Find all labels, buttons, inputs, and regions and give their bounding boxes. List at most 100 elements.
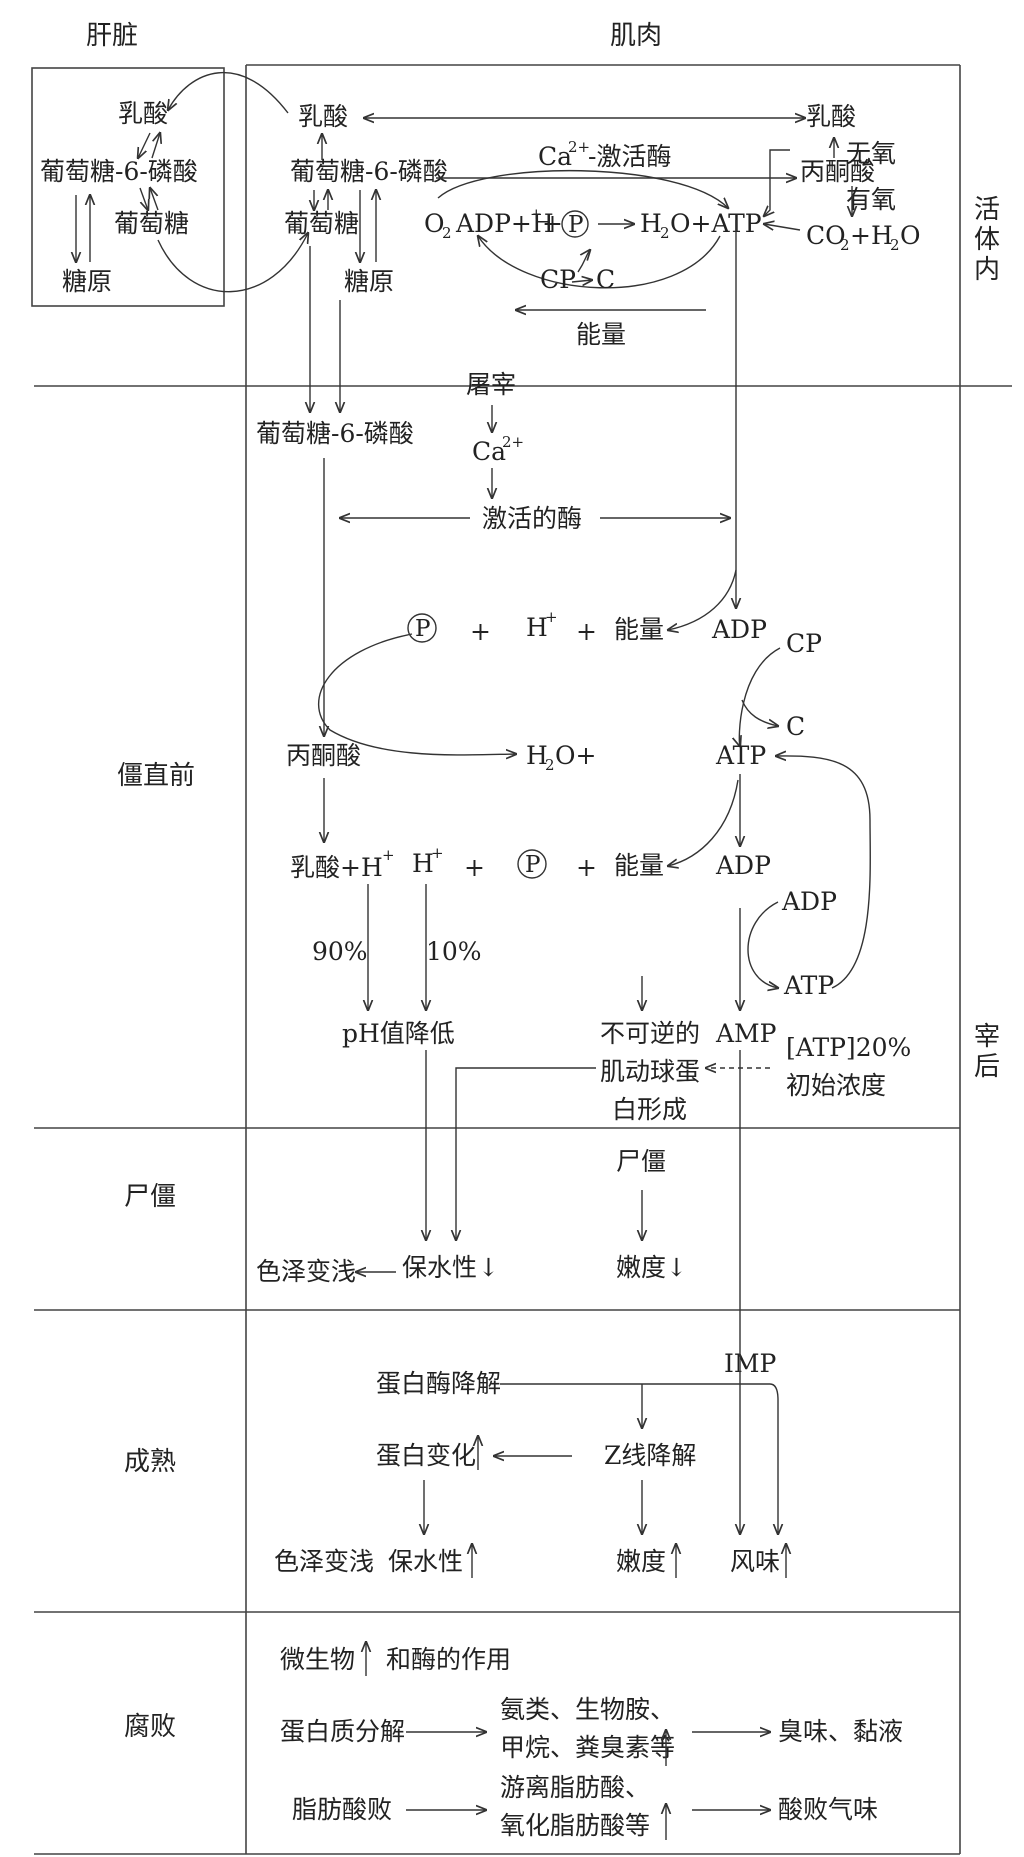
atp-concentration-line-1: [ATP]20% xyxy=(786,1033,911,1062)
arrow-liver-glucose-to-g6p xyxy=(150,188,159,211)
arrow-atp-from-g6p-loop xyxy=(437,169,728,208)
phosphate-circle-in-vivo xyxy=(561,210,589,238)
energy-1: 能量 xyxy=(614,615,664,644)
in-vivo-anaerobic: 无氧 xyxy=(846,139,896,168)
liver-column-header: 肝脏 xyxy=(86,21,138,51)
aging-protease: 蛋白酶降解 xyxy=(376,1369,501,1398)
arrow-liver-g6p-to-lactate xyxy=(151,133,160,159)
h-ion-2-superscript: + xyxy=(431,844,444,862)
in-vivo-lactate-left: 乳酸 xyxy=(298,102,348,131)
stage-in-vivo-char-3: 内 xyxy=(974,255,1000,285)
stage-postmortem-char-2: 后 xyxy=(974,1052,1000,1082)
pm-h2o-subscript: 2 xyxy=(545,756,555,774)
aging-color-lighter: 色泽变浅 xyxy=(274,1547,374,1576)
pm-g6p: 葡萄糖-6-磷酸 xyxy=(256,419,414,448)
arrow-liver-g6p-to-glucose xyxy=(139,187,148,210)
spoilage-microbes: 微生物 xyxy=(280,1645,355,1674)
irreversible-line-2: 肌动球蛋 xyxy=(600,1057,700,1086)
slaughter-label: 屠宰 xyxy=(466,370,516,399)
h-ion-2: H + xyxy=(412,844,444,878)
energy-2: 能量 xyxy=(614,851,664,880)
stage-label-spoilage: 腐败 xyxy=(124,1712,176,1742)
pm-h2o-suffix: O+ xyxy=(555,741,596,770)
phosphate-circle-2 xyxy=(517,849,547,879)
co2-h2-subscript: 2 xyxy=(890,236,900,254)
spoilage-fat-rancid: 脂肪酸败 xyxy=(292,1795,392,1824)
pm-atp: ATP xyxy=(715,741,766,770)
in-vivo-glucose: 葡萄糖 xyxy=(284,209,359,238)
pct-10: 10% xyxy=(426,937,482,966)
aging-imp: IMP xyxy=(724,1349,776,1378)
in-vivo-aerobic: 有氧 xyxy=(846,185,896,214)
adp-h: ADP+H xyxy=(455,209,554,238)
spoilage-protein-decomp: 蛋白质分解 xyxy=(280,1717,405,1746)
h-ion-2-prefix: H xyxy=(412,849,434,878)
ph-drop: pH值降低 xyxy=(342,1019,455,1048)
in-vivo-equation: O 2 ADP+H + + P H 2 O+ATP xyxy=(424,205,762,242)
pct-90: 90% xyxy=(312,937,368,966)
aging-tenderness: 嫩度 xyxy=(616,1547,666,1576)
pm-adp-2: ADP xyxy=(715,851,771,880)
stage-postmortem-char-1: 宰 xyxy=(974,1022,1000,1052)
rigor-water-down: ↓ xyxy=(478,1253,499,1282)
irreversible-line-3: 白形成 xyxy=(612,1095,687,1124)
phosphate-symbol-in-vivo: P xyxy=(568,212,583,238)
ca-ion-label: Ca 2+ xyxy=(472,433,524,466)
spoilage-odor: 臭味、黏液 xyxy=(778,1717,903,1746)
h2o-suffix: O+ATP xyxy=(670,209,762,238)
pm-h2o-prefix: H xyxy=(526,741,548,770)
liver-g6p: 葡萄糖-6-磷酸 xyxy=(40,157,198,186)
pm-c: C xyxy=(786,712,805,741)
spoilage-amines-line-2: 甲烷、粪臭素等 xyxy=(500,1733,675,1762)
arrow-cp-to-atp-up xyxy=(577,250,590,273)
ca-enzyme-prefix: Ca xyxy=(538,142,572,171)
rigor-tenderness: 嫩度 xyxy=(616,1253,666,1282)
phosphate-symbol-2: P xyxy=(525,852,540,878)
arrow-adp-to-atp-2 xyxy=(747,901,778,988)
pm-lactate-h: 乳酸+H xyxy=(290,853,383,882)
rigor-color-lighter: 色泽变浅 xyxy=(256,1257,356,1286)
phosphate-symbol-1: P xyxy=(415,616,430,642)
stage-label-in-vivo: 活 体 内 xyxy=(974,195,1000,285)
co2-h2o-label: CO 2 +H 2 O xyxy=(806,221,921,254)
arrow-protease-to-flavor xyxy=(500,1383,778,1534)
arrow-adp-to-atp-via-cp xyxy=(739,647,781,746)
spoilage-amines-line-1: 氨类、生物胺、 xyxy=(500,1695,675,1724)
plus-2b: + xyxy=(576,853,597,882)
h2o-plus-label: H 2 O+ xyxy=(526,741,596,774)
pm-lactate-h-superscript: + xyxy=(382,846,395,864)
plus-2a: + xyxy=(464,853,485,882)
co2-mid: +H xyxy=(850,221,893,250)
spoilage-enzyme-action: 和酶的作用 xyxy=(386,1645,511,1674)
table-frame xyxy=(31,64,1012,1855)
h2o-subscript: 2 xyxy=(660,224,670,242)
stage-in-vivo-char-1: 活 xyxy=(974,195,1000,225)
arrow-lactate-to-atp xyxy=(764,149,790,216)
liver-glucose: 葡萄糖 xyxy=(114,209,189,238)
ca-activated-enzyme-label: Ca 2+ -激活酶 xyxy=(538,138,671,171)
plus-1b: + xyxy=(576,617,597,646)
arrow-atp-regeneration-loop xyxy=(776,756,871,989)
arrow-atp-to-energy-1 xyxy=(668,569,737,630)
liver-lactate: 乳酸 xyxy=(118,99,168,128)
in-vivo-glycogen: 糖原 xyxy=(344,267,394,296)
h-ion-1-superscript: + xyxy=(545,608,558,626)
pm-adp-1: ADP xyxy=(711,615,767,644)
ca-superscript: 2+ xyxy=(502,433,524,451)
in-vivo-g6p: 葡萄糖-6-磷酸 xyxy=(290,157,448,186)
arrow-cp-to-c xyxy=(741,699,778,726)
arrow-irreversible-to-water-holding xyxy=(456,1067,596,1240)
arrow-atp-to-energy-2 xyxy=(668,779,739,866)
in-vivo-c: C xyxy=(596,265,615,294)
o2-subscript: 2 xyxy=(442,224,452,242)
pm-cp: CP xyxy=(786,629,822,658)
atp-concentration-line-2: 初始浓度 xyxy=(786,1071,886,1100)
ca-enzyme-suffix: -激活酶 xyxy=(588,142,671,171)
spoilage-free-fa-line-1: 游离脂肪酸、 xyxy=(500,1773,650,1802)
co2-subscript: 2 xyxy=(840,236,850,254)
rigor-water-holding: 保水性 xyxy=(402,1253,477,1282)
stage-label-pre-rigor: 僵直前 xyxy=(117,761,195,791)
aging-flavor: 风味 xyxy=(730,1547,780,1576)
rigor-label: 尸僵 xyxy=(616,1147,666,1176)
